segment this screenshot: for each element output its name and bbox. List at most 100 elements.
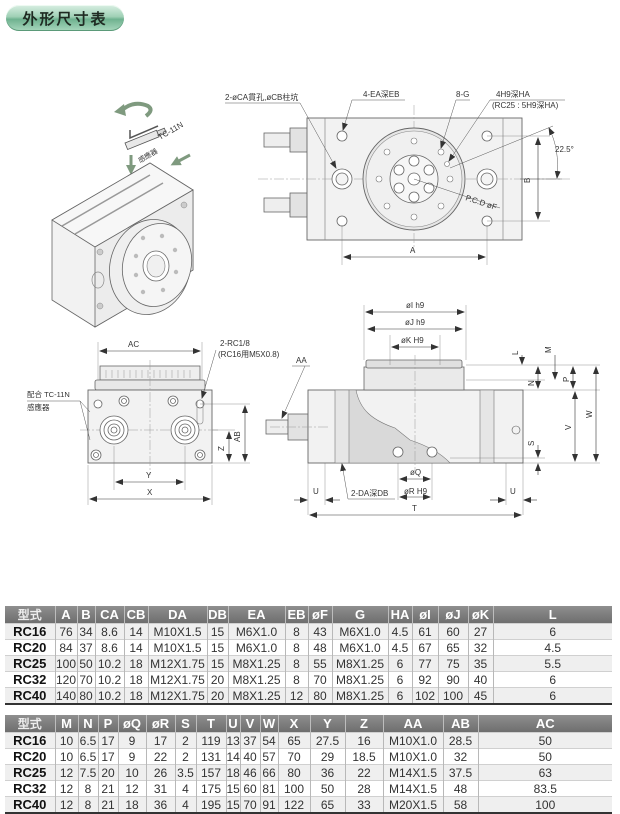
value-cell: 37: [239, 732, 260, 749]
column-header: EB: [284, 606, 308, 624]
dim-v-label: V: [564, 424, 573, 430]
value-cell: M8X1.25: [227, 671, 285, 688]
value-cell: 66: [259, 764, 278, 781]
value-cell: 12: [54, 764, 78, 781]
value-cell: 10.2: [94, 655, 124, 672]
sensor-model-label: TC-11N: [157, 120, 185, 142]
value-cell: 20: [206, 687, 228, 704]
value-cell: M6X1.0: [227, 623, 285, 640]
column-header: W: [259, 715, 278, 733]
value-cell: 67: [411, 639, 438, 656]
value-cell: 60: [239, 780, 260, 797]
column-header: AB: [442, 715, 478, 733]
value-cell: 26: [145, 764, 175, 781]
value-cell: 31: [145, 780, 175, 797]
hex-key-icon: [129, 125, 159, 140]
dim-a-label: A: [410, 246, 416, 255]
section-title-badge: 外形尺寸表: [6, 5, 124, 31]
column-header: EA: [227, 606, 285, 624]
column-header: M: [54, 715, 78, 733]
callout-ea-eb: 4-EA深EB: [363, 90, 399, 99]
angle-label: 22.5°: [555, 145, 574, 154]
value-cell: 36: [145, 796, 175, 813]
value-cell: 8: [77, 796, 98, 813]
dim-y-label: Y: [146, 471, 152, 480]
value-cell: 40: [239, 748, 260, 765]
value-cell: 60: [437, 623, 468, 640]
value-cell: 100: [54, 655, 77, 672]
value-cell: 12: [284, 687, 308, 704]
value-cell: 12: [117, 780, 146, 797]
sensor-icon: [124, 127, 167, 151]
value-cell: 6.5: [77, 748, 98, 765]
value-cell: 80: [277, 764, 310, 781]
column-header: øF: [307, 606, 332, 624]
column-header: S: [174, 715, 196, 733]
dim-s-label: S: [527, 441, 536, 446]
value-cell: 80: [307, 687, 332, 704]
column-header-model: 型式: [5, 715, 55, 733]
value-cell: 6.5: [77, 732, 98, 749]
sensor-fit-label: 配合 TC-11N: [27, 389, 70, 399]
column-header-model: 型式: [5, 606, 55, 624]
value-cell: 21: [97, 796, 118, 813]
column-header: U: [225, 715, 240, 733]
value-cell: 28.5: [442, 732, 478, 749]
value-cell: 8: [284, 655, 308, 672]
value-cell: 2: [174, 748, 196, 765]
dim-i-label: øI h9: [406, 301, 425, 310]
value-cell: 18: [117, 796, 146, 813]
column-header: X: [277, 715, 310, 733]
value-cell: 63: [477, 764, 612, 781]
front-view: AC 2-RC1/8 (RC16用M5X0.8) 配合 TC-11N 感應器 A…: [27, 339, 280, 505]
value-cell: 45: [467, 687, 493, 704]
value-cell: 27: [467, 623, 493, 640]
column-header: DB: [206, 606, 228, 624]
dim-b-label: B: [523, 178, 532, 183]
isometric-view: TC-11N 感應器: [51, 101, 194, 328]
dim-ac-label: AC: [128, 340, 139, 349]
sensor-name-label-front: 感應器: [27, 402, 50, 412]
sensor-name-label: 感應器: [137, 146, 160, 164]
value-cell: 100: [437, 687, 468, 704]
value-cell: 84: [54, 639, 77, 656]
value-cell: 27.5: [309, 732, 345, 749]
dim-r-label: øR H9: [404, 487, 428, 496]
value-cell: M8X1.25: [331, 671, 388, 688]
dim-ab-label: AB: [233, 431, 242, 442]
value-cell: 6: [492, 671, 612, 688]
value-cell: 10: [117, 764, 146, 781]
dim-w-label: W: [585, 410, 594, 418]
value-cell: M10X1.0: [382, 732, 443, 749]
value-cell: 15: [225, 780, 240, 797]
column-header: P: [97, 715, 118, 733]
value-cell: 15: [206, 655, 228, 672]
value-cell: 28: [344, 780, 383, 797]
value-cell: 6: [387, 671, 412, 688]
value-cell: M8X1.25: [227, 687, 285, 704]
rotate-arrow-icon: [120, 101, 153, 118]
value-cell: 12: [54, 780, 78, 797]
value-cell: 57: [259, 748, 278, 765]
value-cell: 35: [467, 655, 493, 672]
column-header: A: [54, 606, 77, 624]
dim-q-label: øQ: [410, 468, 421, 477]
dim-z-label: Z: [217, 446, 226, 451]
value-cell: 76: [54, 623, 77, 640]
model-cell: RC40: [5, 687, 55, 704]
value-cell: 33: [344, 796, 383, 813]
value-cell: 16: [344, 732, 383, 749]
value-cell: M10X1.5: [147, 639, 207, 656]
value-cell: 9: [117, 748, 146, 765]
value-cell: 81: [259, 780, 278, 797]
value-cell: 70: [307, 671, 332, 688]
value-cell: M10X1.5: [147, 623, 207, 640]
model-cell: RC20: [5, 748, 55, 765]
model-cell: RC16: [5, 623, 55, 640]
value-cell: M6X1.0: [331, 623, 388, 640]
